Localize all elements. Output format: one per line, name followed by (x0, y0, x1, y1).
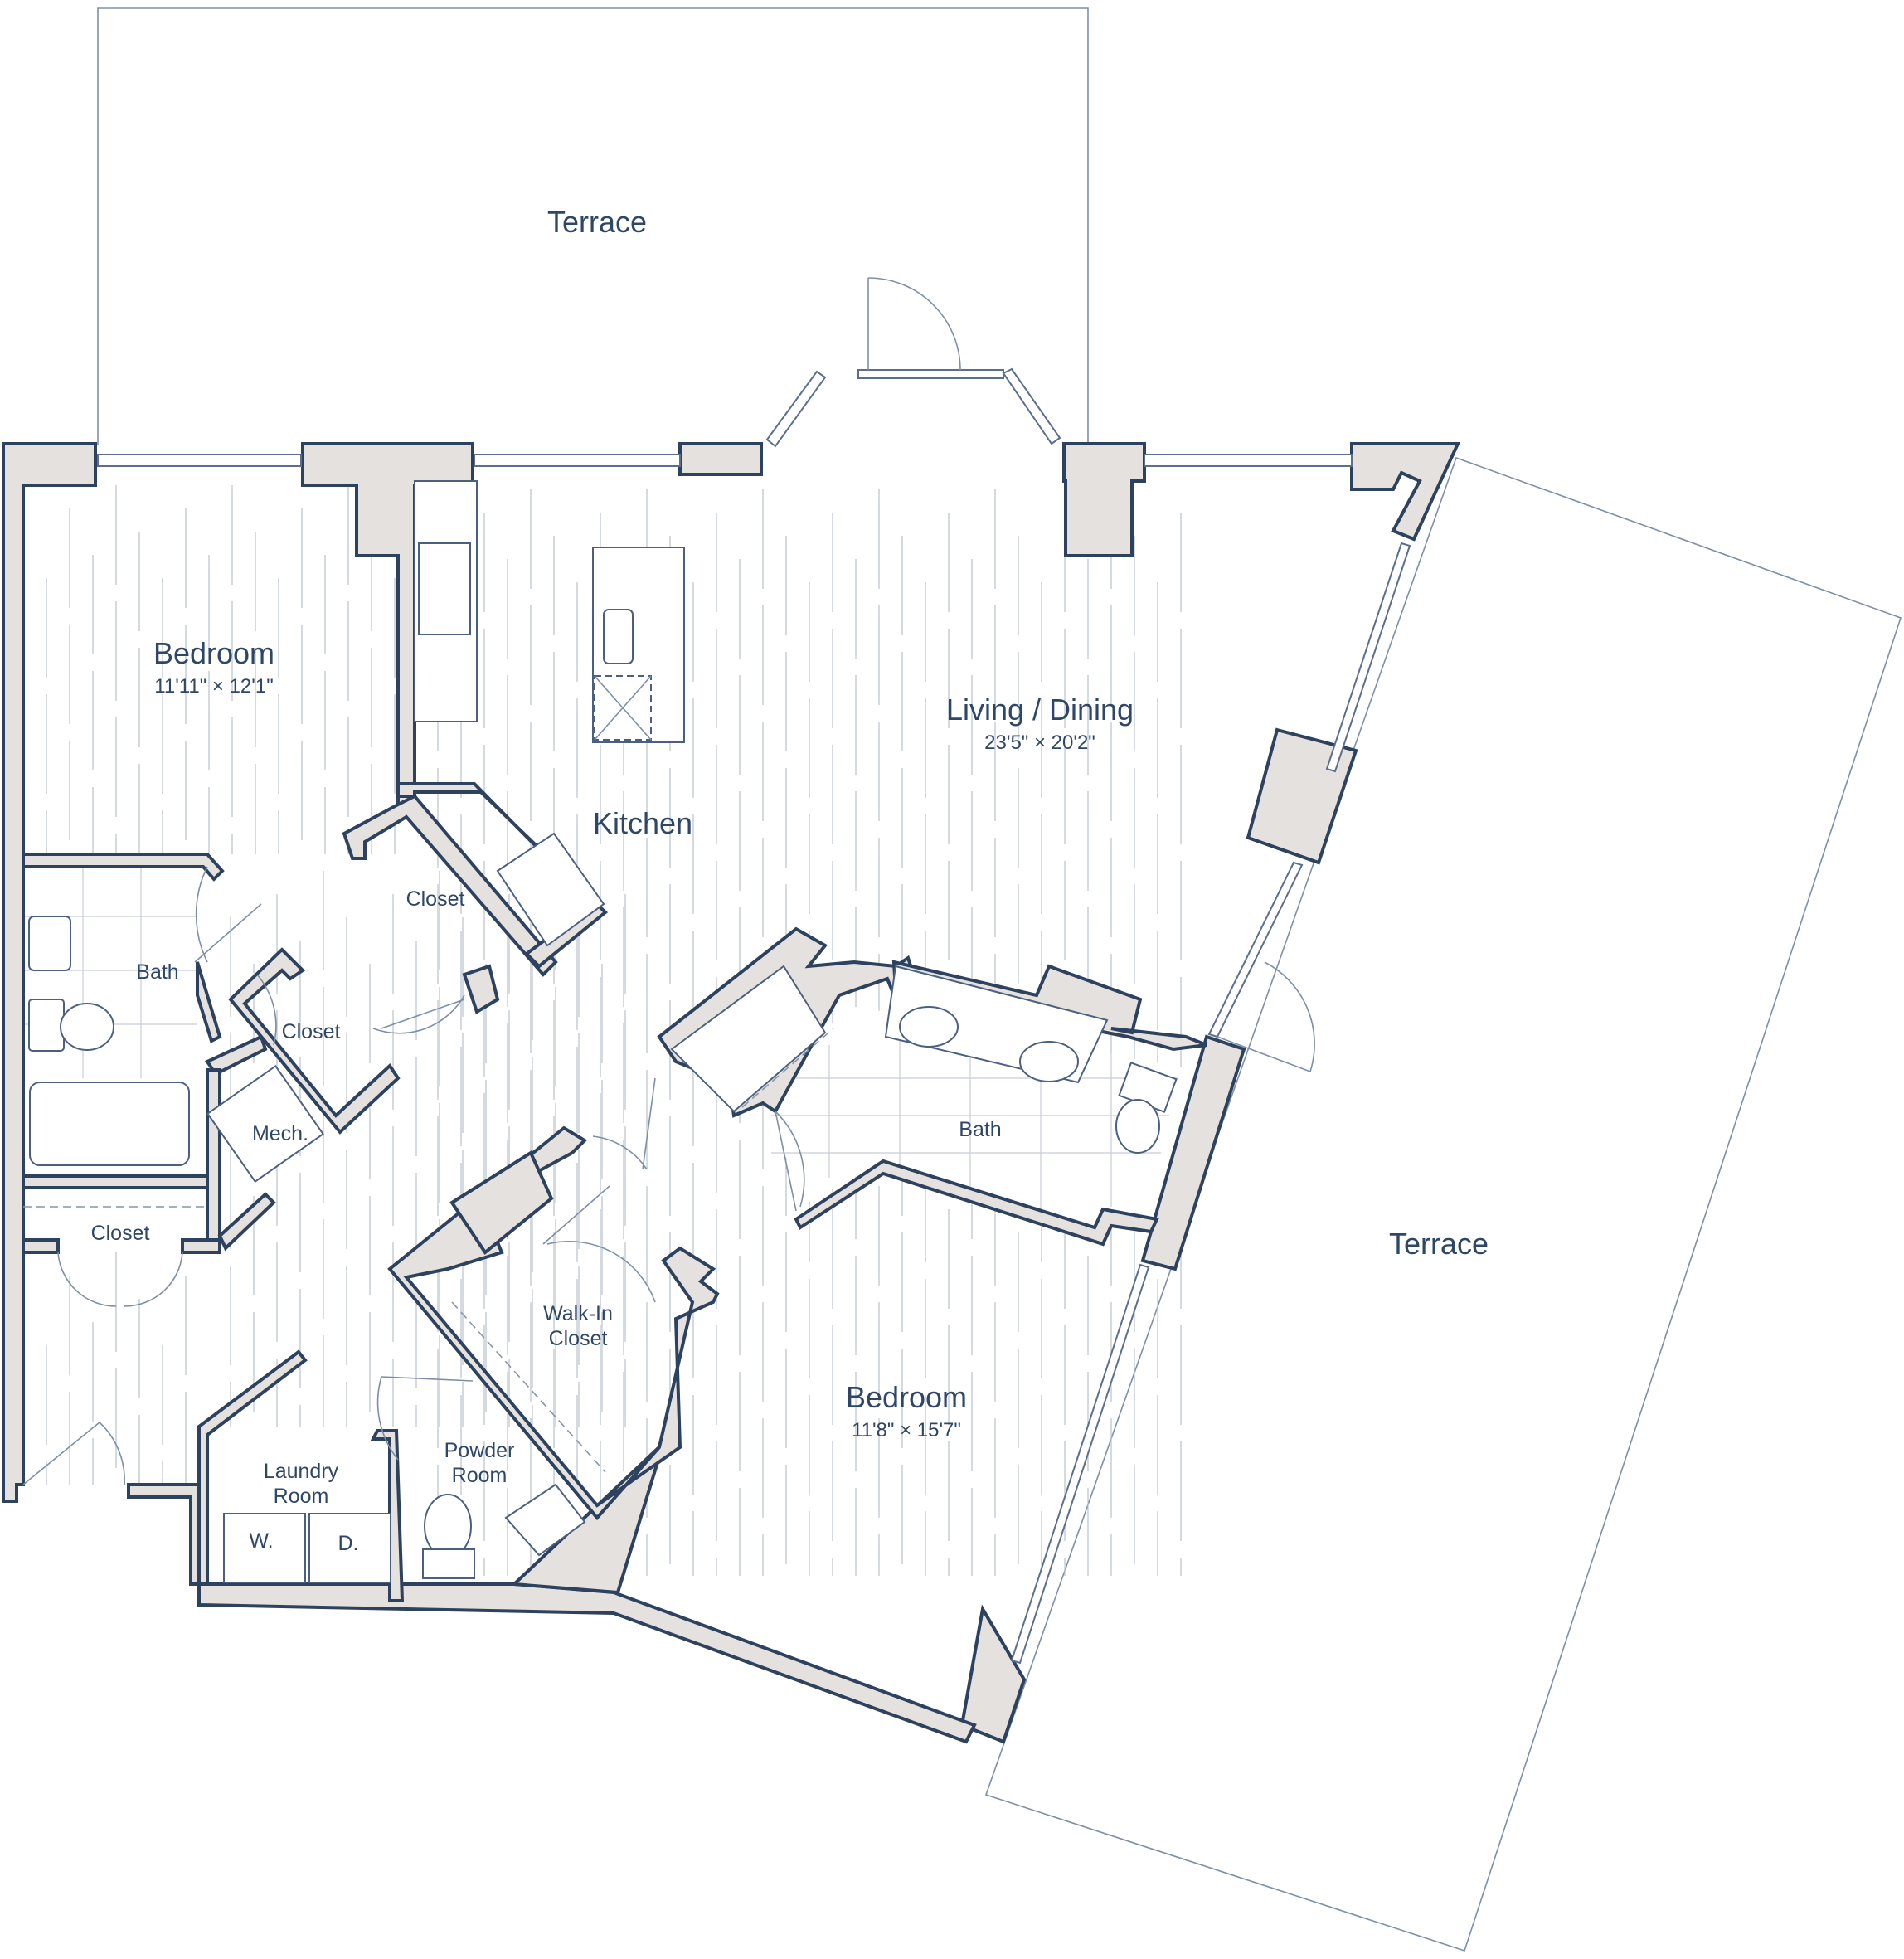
bedroom-left-label: Bedroom (153, 636, 274, 670)
laundry-label-2: Room (274, 1485, 329, 1508)
terrace-right-area (984, 456, 1902, 1952)
washer-label: W. (249, 1529, 273, 1553)
walkin-label-2: Closet (549, 1327, 608, 1350)
doors (22, 277, 1315, 1485)
labels: Terrace Terrace Bedroom 11'11" × 12'1" L… (91, 205, 1489, 1555)
closet-b-label: Closet (282, 1020, 341, 1043)
powder-label-1: Powder (444, 1439, 515, 1462)
bath-right-fixtures (670, 965, 1178, 1154)
closet-c-label: Closet (91, 1222, 150, 1245)
terrace-top-label: Terrace (547, 205, 647, 239)
bedroom-right-dim: 11'8" × 15'7" (852, 1419, 961, 1441)
bath-left-fixtures (23, 916, 325, 1208)
bedroom-right-label: Bedroom (846, 1380, 967, 1414)
closet-a-label: Closet (406, 887, 465, 911)
dryer-label: D. (338, 1532, 359, 1555)
mech-label: Mech. (252, 1122, 308, 1145)
kitchen-fixtures (414, 480, 685, 947)
utility-fixtures (223, 1301, 606, 1583)
powder-label-2: Room (452, 1464, 508, 1487)
bath-right-label: Bath (959, 1118, 1001, 1141)
laundry-label-1: Laundry (264, 1460, 339, 1483)
living-label: Living / Dining (946, 693, 1134, 727)
walkin-label-1: Walk-In (543, 1302, 613, 1325)
windows (97, 367, 1411, 1665)
bath-left-label: Bath (136, 960, 178, 984)
terrace-right-label: Terrace (1389, 1227, 1489, 1261)
terrace-top-area (97, 7, 1089, 445)
bedroom-left-dim: 11'11" × 12'1" (154, 675, 273, 698)
kitchen-label: Kitchen (593, 806, 692, 840)
living-dim: 23'5" × 20'2" (984, 732, 1095, 754)
